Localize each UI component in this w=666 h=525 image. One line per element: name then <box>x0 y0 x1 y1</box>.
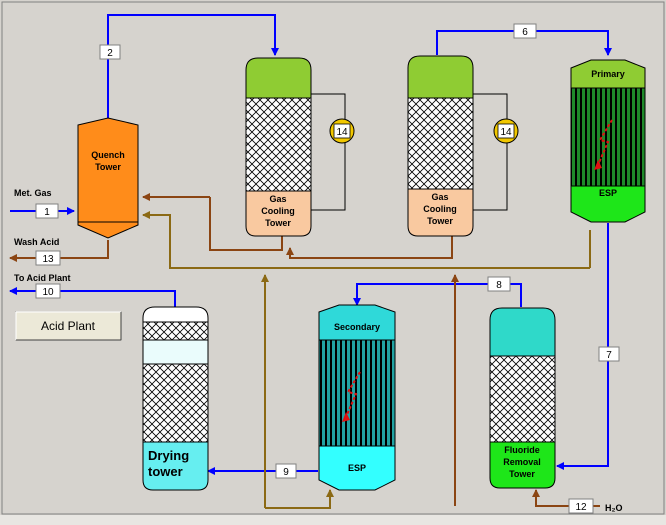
primary-esp-label-top: Primary <box>591 69 625 79</box>
svg-text:9: 9 <box>283 467 289 478</box>
secondary-esp[interactable]: Secondary ESP <box>318 304 396 491</box>
bottom-strip <box>0 515 666 525</box>
fluoride-tower-label-2: Removal <box>503 457 541 467</box>
acid-plant-button-label: Acid Plant <box>41 319 96 333</box>
gct2-recycle <box>286 236 453 259</box>
pump-14-gct2[interactable]: 14 <box>493 118 519 144</box>
stream-tag-9[interactable]: 9 <box>275 463 297 479</box>
primary-esp-bolt-icon <box>597 119 613 166</box>
stream-2-line <box>107 14 279 118</box>
svg-text:8: 8 <box>496 280 502 291</box>
fluoride-removal-tower[interactable]: Fluoride Removal Tower <box>489 307 556 489</box>
svg-text:13: 13 <box>42 254 54 265</box>
gas-cooling-tower-1[interactable]: Gas Cooling Tower <box>245 57 312 237</box>
gct2-label-2: Cooling <box>423 204 457 214</box>
secondary-esp-label-bottom: ESP <box>348 463 366 473</box>
primary-esp-label-bottom: ESP <box>599 188 617 198</box>
primary-esp-bolt-arrow-icon <box>594 160 602 170</box>
stream-tag-8[interactable]: 8 <box>487 276 511 292</box>
quench-tower-label-2: Tower <box>95 162 121 172</box>
svg-text:12: 12 <box>575 502 587 513</box>
pump-14-gct2-tag: 14 <box>500 127 512 138</box>
fluoride-tower-label-1: Fluoride <box>504 445 540 455</box>
drying-tower[interactable]: Drying tower <box>142 306 209 491</box>
stream-tag-13[interactable]: 13 <box>35 250 61 266</box>
secondary-esp-drain <box>265 489 334 509</box>
pump-14-gct1-tag: 14 <box>336 127 348 138</box>
svg-text:10: 10 <box>42 287 54 298</box>
primary-esp[interactable]: Primary ESP <box>570 59 646 223</box>
drying-tower-label-2: tower <box>148 464 183 479</box>
secondary-esp-bolt-arrow-icon <box>342 412 350 422</box>
quench-tower[interactable]: Quench Tower <box>77 117 139 239</box>
gct1-label-3: Tower <box>265 218 291 228</box>
wash-acid-label: Wash Acid <box>14 237 59 247</box>
stream-tag-6[interactable]: 6 <box>513 23 537 39</box>
drying-tower-label-1: Drying <box>148 448 189 463</box>
gas-cooling-tower-2[interactable]: Gas Cooling Tower <box>407 55 474 237</box>
stream-10-line <box>9 287 176 307</box>
fluoride-tower-label-3: Tower <box>509 469 535 479</box>
svg-text:1: 1 <box>44 207 50 218</box>
svg-text:6: 6 <box>522 27 528 38</box>
secondary-esp-bolt-icon <box>345 371 361 418</box>
pump-14-gct1[interactable]: 14 <box>329 118 355 144</box>
to-acid-plant-label: To Acid Plant <box>14 273 71 283</box>
esp-drain-return <box>142 211 590 269</box>
svg-text:2: 2 <box>107 48 113 59</box>
stream-tag-10[interactable]: 10 <box>35 283 61 299</box>
stream-tag-12[interactable]: 12 <box>568 498 594 514</box>
acid-plant-button[interactable]: Acid Plant <box>15 311 122 341</box>
stream-tag-2[interactable]: 2 <box>99 44 121 60</box>
gct1-label-1: Gas <box>269 194 286 204</box>
svg-text:7: 7 <box>606 350 612 361</box>
gct2-label-1: Gas <box>431 192 448 202</box>
gct2-label-3: Tower <box>427 216 453 226</box>
water-label: H₂O <box>605 503 623 513</box>
gct1-bottom-return <box>209 197 283 251</box>
stream-7-line <box>556 223 609 470</box>
stream-8-line <box>353 283 522 307</box>
quench-tower-label-1: Quench <box>91 150 125 160</box>
stream-tag-1[interactable]: 1 <box>35 203 59 219</box>
stream-tag-7[interactable]: 7 <box>598 346 620 362</box>
stream-tags: 1 2 6 7 8 9 10 12 <box>35 23 620 514</box>
gct1-label-2: Cooling <box>261 206 295 216</box>
met-gas-label: Met. Gas <box>14 188 52 198</box>
secondary-esp-label-top: Secondary <box>334 322 380 332</box>
